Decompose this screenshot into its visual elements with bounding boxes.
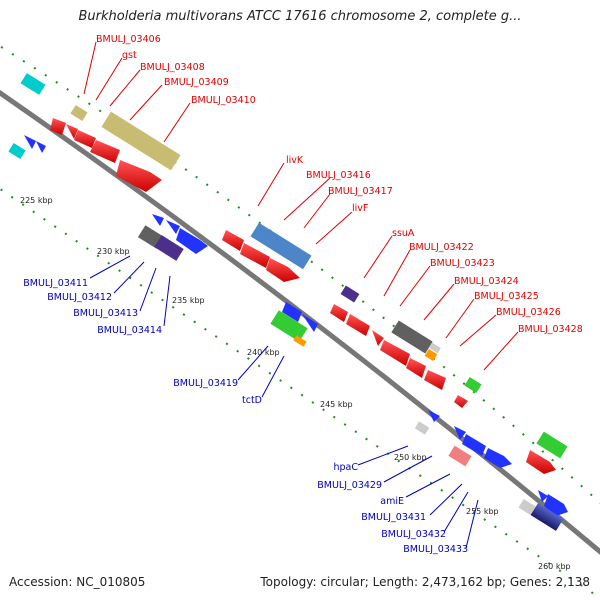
- gene-arrow[interactable]: [176, 228, 208, 254]
- gene-arrow[interactable]: [116, 160, 162, 192]
- gene-label[interactable]: BMULJ_03433: [403, 544, 468, 555]
- kbp-label: 245 kbp: [320, 400, 353, 409]
- gene-arrow[interactable]: [544, 494, 568, 516]
- gene-arrow[interactable]: [302, 314, 318, 332]
- gene-box-light[interactable]: [518, 499, 536, 515]
- gene-box-khaki[interactable]: [70, 105, 88, 121]
- gene-box-orange[interactable]: [424, 348, 438, 362]
- bottom-track-genes[interactable]: [137, 214, 568, 531]
- gene-arrow[interactable]: [372, 330, 384, 346]
- gene-box-navy[interactable]: [530, 503, 564, 531]
- gene-label[interactable]: BMULJ_03414: [97, 325, 162, 336]
- gene-box-green[interactable]: [270, 310, 308, 342]
- gene-arrow[interactable]: [74, 130, 96, 148]
- gene-arrow[interactable]: [538, 490, 548, 502]
- gene-label[interactable]: BMULJ_03408: [140, 62, 205, 73]
- accession-text: Accession: NC_010805: [9, 575, 146, 589]
- gene-arrow[interactable]: [454, 426, 466, 440]
- bottom-leader-lines: [89, 255, 479, 549]
- kbp-label: 255 kbp: [466, 507, 499, 516]
- bottom-gene-labels[interactable]: BMULJ_03411 BMULJ_03412 BMULJ_03413 BMUL…: [23, 278, 468, 555]
- gene-arrow[interactable]: [406, 358, 426, 378]
- gene-arrow[interactable]: [484, 448, 512, 468]
- gene-box-steelblue[interactable]: [250, 222, 312, 270]
- gene-box-purple[interactable]: [154, 235, 184, 261]
- gene-arrow[interactable]: [50, 118, 66, 135]
- top-track-genes[interactable]: [8, 73, 568, 474]
- gene-box-green[interactable]: [536, 431, 568, 459]
- gene-box-khaki[interactable]: [101, 111, 181, 171]
- gene-label[interactable]: BMULJ_03429: [317, 480, 382, 491]
- gene-label[interactable]: BMULJ_03416: [306, 170, 371, 181]
- gene-label[interactable]: BMULJ_03419: [173, 378, 238, 389]
- gene-label[interactable]: livF: [352, 203, 368, 214]
- gene-label[interactable]: gst: [122, 50, 137, 61]
- gene-label[interactable]: BMULJ_03411: [23, 278, 88, 289]
- gene-label[interactable]: BMULJ_03410: [191, 95, 256, 106]
- topology-stats: Topology: circular; Length: 2,473,162 bp…: [260, 575, 590, 589]
- gene-label[interactable]: BMULJ_03424: [454, 276, 519, 287]
- gene-box-dimgray[interactable]: [391, 320, 433, 354]
- gene-arrow[interactable]: [526, 450, 556, 474]
- gene-label[interactable]: amiE: [380, 496, 404, 507]
- gene-arrow[interactable]: [90, 140, 120, 163]
- kbp-label: 230 kbp: [97, 247, 130, 256]
- gene-arrow[interactable]: [152, 214, 164, 226]
- gene-box-orange[interactable]: [293, 335, 307, 347]
- gene-label[interactable]: livK: [286, 155, 304, 166]
- gene-arrow[interactable]: [330, 304, 348, 322]
- gene-box-green[interactable]: [464, 377, 482, 393]
- gene-arrow[interactable]: [36, 141, 46, 153]
- dotted-track-upper: [0, 45, 600, 599]
- gene-box-pink[interactable]: [448, 445, 472, 467]
- gene-label[interactable]: BMULJ_03431: [361, 512, 426, 523]
- top-gene-labels[interactable]: BMULJ_03406 gst BMULJ_03408 BMULJ_03409 …: [96, 34, 583, 335]
- kbp-scale: 225 kbp 230 kbp 235 kbp 240 kbp 245 kbp …: [20, 196, 571, 571]
- gene-box-cyan[interactable]: [8, 143, 26, 159]
- gene-arrow[interactable]: [462, 434, 486, 456]
- kbp-label: 250 kbp: [394, 453, 427, 462]
- gene-label[interactable]: BMULJ_03428: [518, 324, 583, 335]
- kbp-label: 240 kbp: [247, 348, 280, 357]
- gene-arrow[interactable]: [66, 124, 78, 139]
- gene-label[interactable]: BMULJ_03426: [496, 307, 561, 318]
- gene-arrow[interactable]: [428, 410, 440, 422]
- gene-label[interactable]: hpaC: [333, 462, 358, 473]
- gene-label[interactable]: BMULJ_03413: [73, 308, 138, 319]
- gene-box-light[interactable]: [414, 421, 430, 435]
- gene-label[interactable]: BMULJ_03423: [430, 258, 495, 269]
- gene-label[interactable]: BMULJ_03409: [164, 77, 229, 88]
- kbp-label: 235 kbp: [172, 296, 205, 305]
- gene-arrow[interactable]: [240, 243, 270, 268]
- gene-label[interactable]: BMULJ_03406: [96, 34, 161, 45]
- kbp-label: 225 kbp: [20, 196, 53, 205]
- gene-arrow[interactable]: [346, 314, 370, 336]
- gene-box-cyan[interactable]: [20, 73, 46, 95]
- gene-arrow[interactable]: [222, 230, 244, 251]
- kbp-label: 260 kbp: [538, 562, 571, 571]
- chromosome-title: Burkholderia multivorans ATCC 17616 chro…: [78, 9, 522, 24]
- gene-label[interactable]: ssuA: [392, 228, 415, 239]
- gene-arrow[interactable]: [166, 220, 180, 234]
- gene-label[interactable]: tctD: [242, 395, 262, 406]
- gene-label[interactable]: BMULJ_03417: [328, 186, 393, 197]
- gene-arrow[interactable]: [282, 302, 302, 322]
- gene-label[interactable]: BMULJ_03412: [47, 292, 112, 303]
- gene-arrow[interactable]: [24, 135, 36, 149]
- gene-box-light[interactable]: [429, 342, 441, 354]
- gene-label[interactable]: BMULJ_03422: [409, 242, 474, 253]
- top-leader-lines: [83, 41, 519, 371]
- gene-box-purple[interactable]: [340, 285, 360, 303]
- gene-label[interactable]: BMULJ_03425: [474, 291, 539, 302]
- gene-arrow[interactable]: [454, 395, 468, 408]
- gene-arrow[interactable]: [380, 340, 410, 366]
- gene-label[interactable]: BMULJ_03432: [381, 529, 446, 540]
- gene-arrow[interactable]: [424, 370, 446, 390]
- gene-arrow[interactable]: [266, 258, 300, 282]
